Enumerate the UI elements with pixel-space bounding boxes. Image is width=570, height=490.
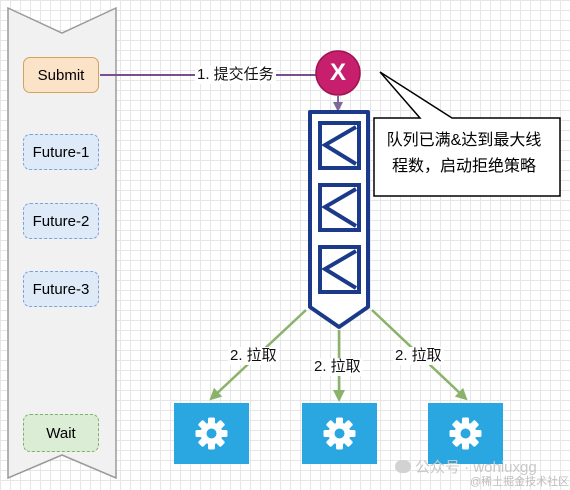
worker-box <box>302 403 377 464</box>
submit-box: Submit <box>23 57 99 93</box>
wechat-icon <box>395 460 411 473</box>
future-box-1: Future-1 <box>23 134 99 170</box>
future-box-3: Future-3 <box>23 271 99 307</box>
queue-slot <box>318 121 361 170</box>
reject-x-symbol: X <box>329 59 346 86</box>
pull-label-left: 2. 拉取 <box>228 347 279 365</box>
future-box-2: Future-2 <box>23 203 99 239</box>
wait-box: Wait <box>23 414 99 452</box>
gear-icon <box>449 417 482 450</box>
gear-icon <box>323 417 356 450</box>
submit-label: Submit <box>37 66 85 84</box>
future-label: Future-1 <box>32 143 90 161</box>
gear-icon <box>195 417 228 450</box>
future-label: Future-2 <box>32 212 90 230</box>
pull-label-middle: 2. 拉取 <box>312 358 363 376</box>
submit-edge-label: 1. 提交任务 <box>195 66 276 84</box>
reject-marker-circle <box>315 50 361 96</box>
worker-box <box>174 403 249 464</box>
watermark-text: 公众号 · wohiuxgg <box>415 459 537 476</box>
callout-line-1: 队列已满&达到最大线 <box>386 132 542 149</box>
callout-box <box>373 71 561 197</box>
future-label: Future-3 <box>32 280 90 298</box>
worker-box <box>428 403 503 464</box>
watermark: 公众号 · wohiuxgg <box>395 456 537 477</box>
pull-label-right: 2. 拉取 <box>393 347 444 365</box>
queue-slot <box>318 245 361 294</box>
community-watermark: @稀土掘金技术社区 <box>470 476 570 488</box>
wait-label: Wait <box>46 424 76 442</box>
callout-text: 队列已满&达到最大线 程数，启动拒绝策略 <box>380 128 548 180</box>
callout-line-2: 程数，启动拒绝策略 <box>391 158 536 175</box>
queue-slot <box>318 183 361 232</box>
left-panel-band <box>7 6 117 480</box>
